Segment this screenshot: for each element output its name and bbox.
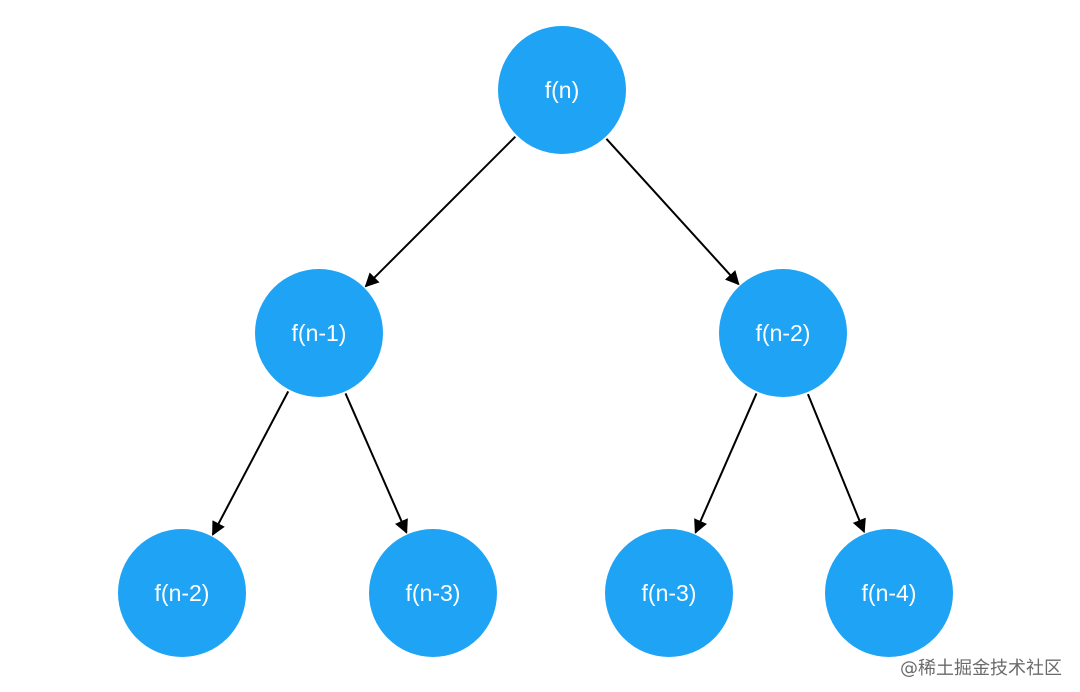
node-label-l1: f(n-1) — [292, 320, 347, 346]
edge-arrow-l1-to-lr — [344, 393, 408, 534]
tree-node-root: f(n) — [498, 26, 626, 154]
tree-node-ll: f(n-2) — [118, 529, 246, 657]
node-circle-r1 — [719, 269, 847, 397]
node-circle-l1 — [255, 269, 383, 397]
edge-arrow-r1-to-rl — [694, 393, 758, 534]
node-circle-rl — [605, 529, 733, 657]
node-circle-lr — [369, 529, 497, 657]
node-label-r1: f(n-2) — [756, 320, 811, 346]
node-label-root: f(n) — [545, 77, 580, 103]
tree-node-r1: f(n-2) — [719, 269, 847, 397]
edge-arrow-r1-to-rr — [806, 393, 866, 534]
tree-node-l1: f(n-1) — [255, 269, 383, 397]
node-circle-ll — [118, 529, 246, 657]
edge-arrow-l1-to-ll — [211, 390, 290, 536]
edge-arrow-root-to-r1 — [605, 138, 740, 286]
watermark-text: @稀土掘金技术社区 — [900, 658, 1062, 679]
tree-node-lr: f(n-3) — [369, 529, 497, 657]
node-label-rr: f(n-4) — [862, 580, 917, 606]
tree-node-rr: f(n-4) — [825, 529, 953, 657]
node-label-rl: f(n-3) — [642, 580, 697, 606]
node-label-ll: f(n-2) — [155, 580, 210, 606]
tree-node-rl: f(n-3) — [605, 529, 733, 657]
node-circle-root — [498, 26, 626, 154]
edge-arrow-root-to-l1 — [364, 135, 517, 288]
nodes-layer: f(n) f(n-1) f(n-2) f(n-2) f(n-3) f(n-3) f(n-4) — [118, 26, 953, 657]
node-label-lr: f(n-3) — [406, 580, 461, 606]
edges-layer — [211, 135, 866, 536]
node-circle-rr — [825, 529, 953, 657]
